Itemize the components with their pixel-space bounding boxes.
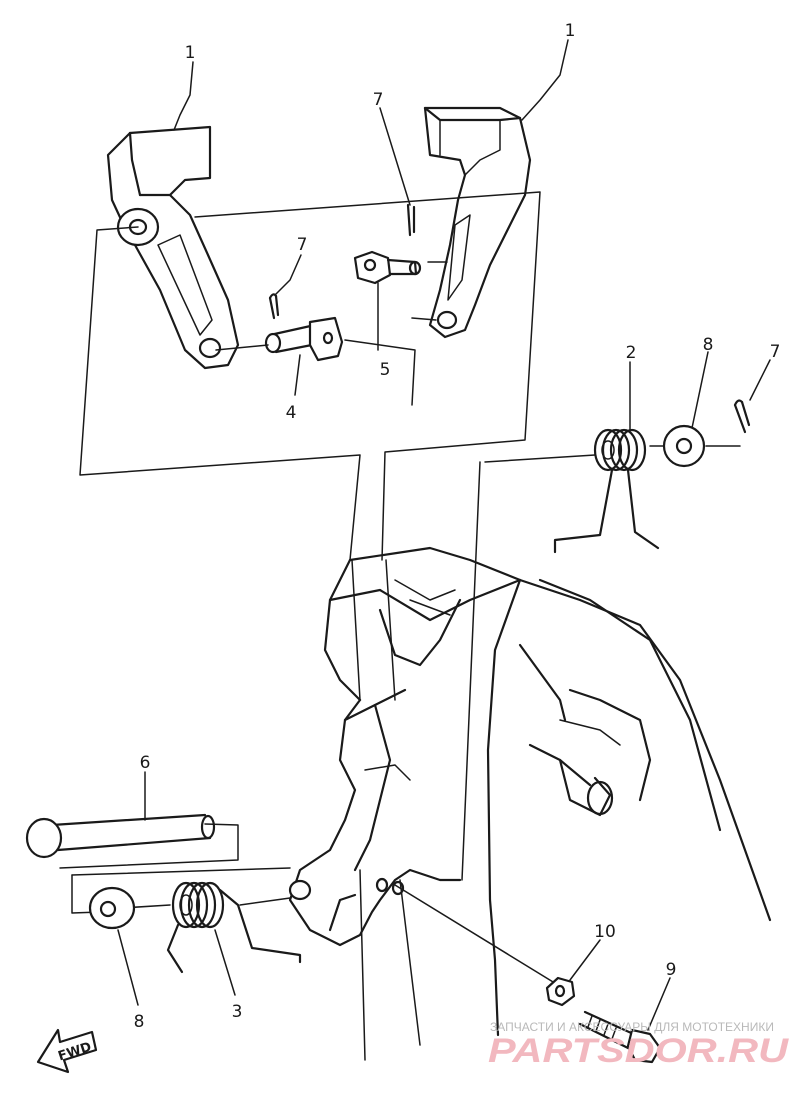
callout-10: 10 — [594, 922, 616, 942]
watermark: ЗАПЧАСТИ И АКСЕССУАРЫ ДЛЯ МОТОТЕХНИКИ PA… — [488, 1020, 790, 1070]
callout-7-middle: 7 — [297, 235, 308, 255]
cotter-pin-7-middle — [268, 293, 280, 320]
pin-part-5 — [353, 250, 422, 285]
torsion-spring-part-3 — [166, 881, 302, 974]
callout-7-upper: 7 — [373, 90, 384, 110]
right-lever-part — [423, 106, 532, 339]
washer-part-8-upper — [662, 424, 706, 468]
forward-direction-arrow: FWD — [36, 1028, 98, 1074]
assembly-guide-lines — [59, 191, 741, 986]
pin-part-4 — [264, 316, 344, 362]
cotter-pin-7-upper — [406, 203, 416, 237]
shaft-pin-part-6 — [25, 813, 216, 859]
nut-part-10 — [545, 976, 576, 1007]
callout-8-lower: 8 — [134, 1012, 145, 1032]
callout-1-right: 1 — [565, 21, 576, 41]
bolt-part-9 — [578, 1010, 662, 1064]
callout-labels: 1 1 7 7 7 5 4 2 8 6 10 9 8 3 — [134, 21, 781, 1032]
watermark-caption: ЗАПЧАСТИ И АКСЕССУАРЫ ДЛЯ МОТОТЕХНИКИ — [490, 1020, 774, 1034]
callout-4: 4 — [286, 403, 297, 423]
callout-1-left: 1 — [185, 43, 196, 63]
callout-3: 3 — [232, 1002, 243, 1022]
callout-2: 2 — [626, 343, 637, 363]
watermark-logo-text: PARTSDOR.RU — [488, 1032, 790, 1070]
callout-6: 6 — [140, 753, 151, 773]
callout-7-right: 7 — [770, 342, 781, 362]
cotter-pin-7-right — [733, 399, 751, 434]
callout-5: 5 — [380, 360, 391, 380]
torsion-spring-part-2 — [553, 428, 660, 554]
callout-8-upper: 8 — [703, 335, 714, 355]
washer-part-8-lower — [88, 886, 136, 930]
left-lever-part — [106, 125, 240, 370]
mounting-bracket-body — [288, 546, 772, 1061]
callout-9: 9 — [666, 960, 677, 980]
leader-lines — [117, 39, 771, 1031]
